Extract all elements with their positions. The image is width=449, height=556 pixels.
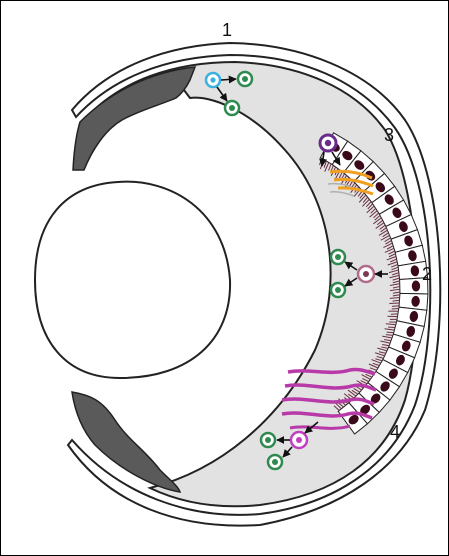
cilium bbox=[392, 308, 399, 309]
dark-layer-lower bbox=[72, 392, 180, 492]
cell-purple-3 bbox=[320, 135, 336, 151]
cilium bbox=[389, 303, 399, 304]
lens bbox=[35, 182, 230, 378]
cell-green-top-lower bbox=[225, 101, 239, 115]
cilium bbox=[387, 332, 394, 333]
label-1: 1 bbox=[222, 20, 232, 40]
cell-mauve-2 bbox=[358, 266, 374, 282]
cell-green-bottom-left bbox=[261, 433, 275, 447]
cell-green-bottom-lower bbox=[268, 455, 282, 469]
cell-green-mid-upper bbox=[331, 250, 345, 264]
cilium bbox=[392, 306, 399, 307]
label-4: 4 bbox=[390, 422, 400, 442]
cell-green-mid-lower bbox=[331, 283, 345, 297]
label-3: 3 bbox=[384, 125, 394, 145]
cell-green-top-right bbox=[238, 72, 252, 86]
cell-blue-top bbox=[206, 73, 220, 87]
label-2: 2 bbox=[422, 264, 432, 284]
cell-pink-4 bbox=[291, 432, 307, 448]
